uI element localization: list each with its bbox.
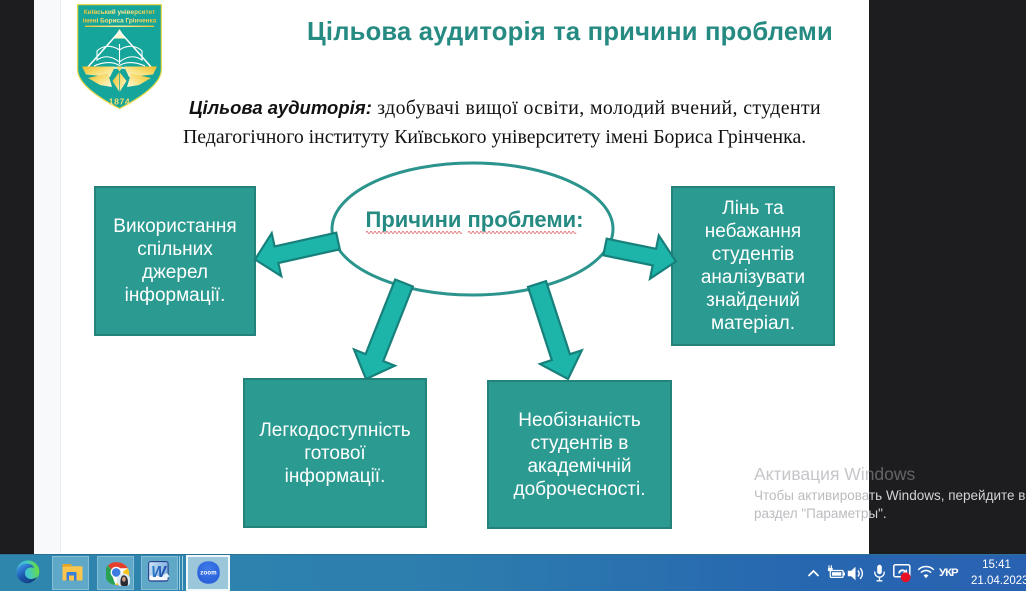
svg-text:1874: 1874 [109,97,131,107]
svg-text:zoom: zoom [200,571,216,577]
svg-text:Київський університет: Київський університет [84,8,155,16]
svg-text:імені Бориса Грінченка: імені Бориса Грінченка [83,17,157,25]
svg-text:W: W [151,564,167,581]
